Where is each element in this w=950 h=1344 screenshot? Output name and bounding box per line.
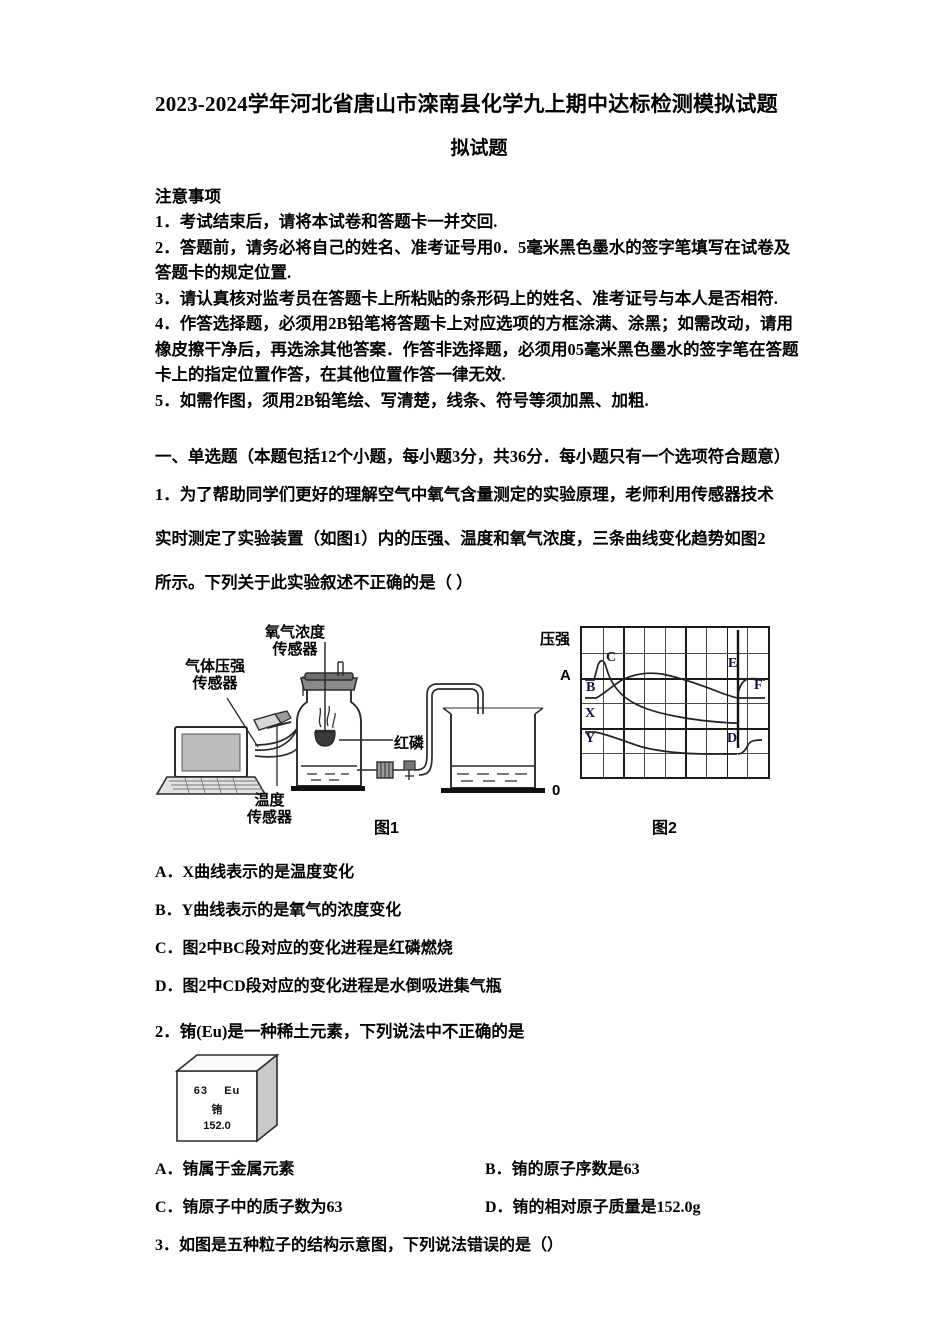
notice-item-2: 2．答题前，请务必将自己的姓名、准考证号用0．5毫米黑色墨水的签字笔填写在试卷及… bbox=[155, 237, 791, 283]
notice-section: 注意事项 1．考试结束后，请将本试卷和答题卡一并交回. 2．答题前，请务必将自己… bbox=[155, 184, 803, 413]
tubing bbox=[414, 683, 484, 782]
label-pressure-sensor-line1: 气体压强 bbox=[185, 658, 246, 675]
page-subtitle: 拟试题 bbox=[450, 138, 508, 159]
graph-label-E: E bbox=[728, 656, 738, 671]
curve-Y-after-E bbox=[737, 739, 763, 755]
question-1-option-A[interactable]: A．X曲线表示的是温度变化 bbox=[155, 864, 355, 881]
graph-label-B: B bbox=[586, 680, 596, 695]
notice-item-1: 1．考试结束后，请将本试卷和答题卡一并交回. bbox=[155, 212, 498, 231]
question-2-option-C[interactable]: C．铕原子中的质子数为63 bbox=[155, 1199, 343, 1216]
figure-2-graph: 压强 0 A bbox=[540, 614, 803, 854]
graph-curves-svg bbox=[585, 630, 766, 755]
valve-icon bbox=[403, 760, 416, 780]
laptop-icon bbox=[155, 726, 267, 795]
label-oxygen-sensor-line2: 传感器 bbox=[272, 641, 318, 658]
graph-plot-area: B C X Y D E F bbox=[580, 626, 770, 779]
element-cube-svg bbox=[174, 1053, 280, 1143]
element-cube-figure: 63 Eu 铕 152.0 bbox=[173, 1051, 803, 1147]
leader-line-pressure bbox=[226, 697, 259, 748]
element-atomic-number: 63 bbox=[193, 1085, 208, 1097]
question-2-option-D[interactable]: D．铕的相对原子质量是152.0g bbox=[485, 1199, 701, 1216]
element-name-cn: 铕 bbox=[211, 1104, 223, 1116]
curve-Y bbox=[585, 731, 737, 755]
notice-item-4: 4．作答选择题，必须用2B铅笔将答题卡上对应选项的方框涂满、涂黑；如需改动，请用… bbox=[155, 314, 799, 384]
section-heading: 一、单选题（本题包括12个小题，每小题3分，共36分．每小题只有一个选项符合题意… bbox=[155, 447, 791, 466]
question-2-options-row-1: A．铕属于金属元素 B．铕的原子序数是63 bbox=[155, 1151, 803, 1189]
curve-pressure bbox=[585, 659, 737, 724]
element-symbol: Eu bbox=[224, 1085, 241, 1097]
figure-1-caption: 图1 bbox=[374, 820, 399, 837]
label-temperature-sensor-line1: 温度 bbox=[254, 792, 285, 809]
label-oxygen-sensor-line1: 氧气浓度 bbox=[265, 624, 326, 641]
question-2-stem: 2．铕(Eu)是一种稀土元素，下列说法中不正确的是 bbox=[155, 1022, 525, 1041]
notice-item-3: 3．请认真核对监考员在答题卡上所粘贴的条形码上的姓名、准考证号与本人是否相符. bbox=[155, 288, 778, 308]
curve-pressure-after-E bbox=[737, 677, 766, 695]
figure-2-caption: 图2 bbox=[652, 820, 677, 837]
question-1-figures: 气体压强 传感器 氧气浓度 传感器 温度 传感器 红磷 图1 压强 0 A bbox=[155, 614, 803, 854]
question-2-option-B[interactable]: B．铕的原子序数是63 bbox=[485, 1161, 640, 1178]
gas-jar bbox=[296, 642, 362, 787]
combustion-spoon bbox=[314, 731, 336, 747]
apparatus-diagram-svg bbox=[155, 642, 545, 795]
figure-1-apparatus: 气体压强 传感器 氧气浓度 传感器 温度 传感器 红磷 图1 bbox=[155, 614, 555, 854]
graph-label-D: D bbox=[727, 731, 738, 746]
graph-label-C: C bbox=[606, 650, 617, 665]
element-cube-row-top: 63 Eu bbox=[177, 1085, 257, 1097]
label-red-phosphorus: 红磷 bbox=[394, 735, 425, 752]
flame-icon bbox=[318, 707, 322, 728]
notice-heading: 注意事项 bbox=[155, 187, 221, 206]
question-2-options-row-2: C．铕原子中的质子数为63 D．铕的相对原子质量是152.0g bbox=[155, 1189, 803, 1227]
question-3-stem: 3．如图是五种粒子的结构示意图，下列说法错误的是（） bbox=[155, 1237, 564, 1254]
beaker-base bbox=[441, 788, 545, 793]
curve-X bbox=[585, 672, 738, 699]
page-title: 2023-2024学年河北省唐山市滦南县化学九上期中达标检测模拟试题 bbox=[155, 92, 778, 116]
sensor-plug-icon bbox=[252, 710, 292, 731]
question-2-option-A[interactable]: A．铕属于金属元素 bbox=[155, 1161, 295, 1178]
label-temperature-sensor: 温度 传感器 bbox=[247, 792, 292, 826]
beaker bbox=[442, 707, 544, 789]
notice-item-5: 5．如需作图，须用2B铅笔绘、写清楚，线条、符号等须加黑、加粗. bbox=[155, 390, 649, 410]
graph-y-axis-label: 压强 bbox=[540, 631, 571, 648]
label-pressure-sensor: 气体压强 传感器 bbox=[185, 658, 245, 692]
element-atomic-mass: 152.0 bbox=[203, 1120, 231, 1132]
graph-label-Y: Y bbox=[585, 731, 596, 746]
element-cube-text: 63 Eu 铕 152.0 bbox=[177, 1071, 257, 1132]
question-1-option-C[interactable]: C．图2中BC段对应的变化进程是红磷燃烧 bbox=[155, 940, 453, 957]
graph-origin-label: 0 bbox=[552, 782, 561, 799]
question-1-stem-line2: 实时测定了实验装置（如图1）内的压强、温度和氧气浓度，三条曲线变化趋势如图2 bbox=[155, 529, 766, 548]
jar-base bbox=[291, 786, 365, 791]
graph-label-X: X bbox=[585, 706, 596, 721]
label-pressure-sensor-line2: 传感器 bbox=[192, 675, 238, 692]
label-oxygen-sensor: 氧气浓度 传感器 bbox=[265, 624, 325, 658]
question-1-option-B[interactable]: B．Y曲线表示的是氧气的浓度变化 bbox=[155, 902, 402, 919]
question-1-stem-line3: 所示。下列关于此实验叙述不正确的是（ ） bbox=[155, 573, 473, 592]
graph-label-A: A bbox=[560, 667, 571, 684]
page-content: 2023-2024学年河北省唐山市滦南县化学九上期中达标检测模拟试题 拟试题 注… bbox=[155, 0, 803, 1265]
label-temperature-sensor-line2: 传感器 bbox=[247, 809, 293, 826]
pinch-clamp-icon bbox=[376, 761, 394, 779]
question-1-stem-line1: 1．为了帮助同学们更好的理解空气中氧气含量测定的实验原理，老师利用传感器技术 bbox=[155, 485, 774, 504]
graph-label-F: F bbox=[754, 678, 763, 693]
question-1-option-D[interactable]: D．图2中CD段对应的变化进程是水倒吸进集气瓶 bbox=[155, 978, 502, 995]
